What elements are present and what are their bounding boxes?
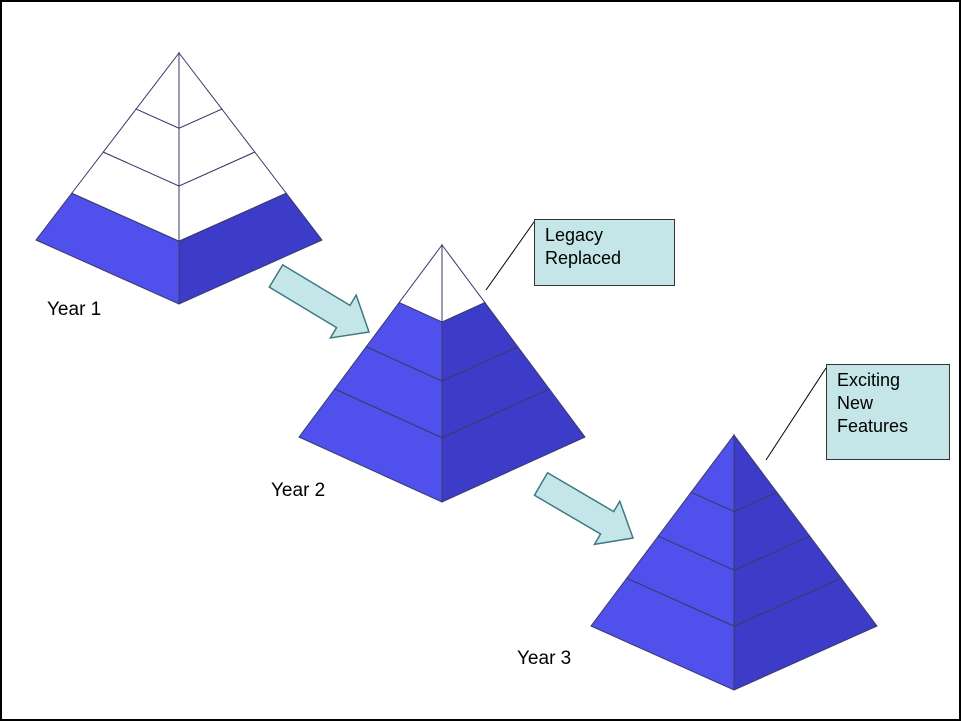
pyramids-group <box>35 51 878 691</box>
exciting-new-features-callout: Exciting New Features <box>826 364 950 460</box>
legacy-callout-leader-line <box>485 221 535 291</box>
year-1-label: Year 1 <box>47 299 102 320</box>
callout-line: Replaced <box>545 248 622 268</box>
year-3-label: Year 3 <box>517 648 572 669</box>
features-callout-leader-line <box>765 367 827 461</box>
year2-to-year3-arrow <box>533 471 635 546</box>
leader-lines-group <box>485 221 827 461</box>
legacy-replaced-callout: Legacy Replaced <box>534 219 675 286</box>
callout-line: Exciting <box>837 370 901 390</box>
pyramid-3 <box>590 433 878 691</box>
callout-line: Features <box>837 416 909 436</box>
pyramid-1 <box>35 51 323 305</box>
callout-line: New <box>837 393 874 413</box>
callout-line: Legacy <box>545 225 604 245</box>
pyramid-2 <box>298 243 586 503</box>
year1-to-year2-arrow <box>268 263 371 339</box>
year-2-label: Year 2 <box>271 480 326 501</box>
arrows-group <box>268 263 635 546</box>
